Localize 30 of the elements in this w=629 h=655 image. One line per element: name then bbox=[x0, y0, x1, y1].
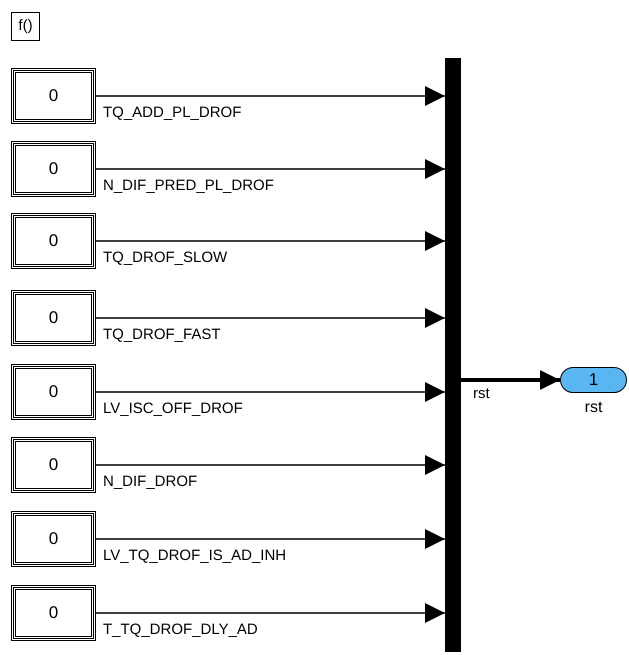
signal-label: T_TQ_DROF_DLY_AD bbox=[103, 622, 258, 637]
outport-block: 1 bbox=[560, 367, 627, 393]
signal-label: LV_ISC_OFF_DROF bbox=[103, 401, 243, 416]
signal-label: TQ_DROF_SLOW bbox=[103, 250, 228, 265]
function-block: f() bbox=[11, 12, 40, 41]
signal-label: rst bbox=[473, 386, 490, 401]
arrow bbox=[96, 603, 445, 623]
arrow bbox=[96, 455, 445, 475]
arrow bbox=[96, 308, 445, 328]
signal-label: LV_TQ_DROF_IS_AD_INH bbox=[103, 548, 286, 563]
signal-label: TQ_DROF_FAST bbox=[103, 327, 221, 342]
constant-block: 0 bbox=[11, 511, 96, 567]
arrow bbox=[96, 382, 445, 402]
arrow bbox=[96, 159, 445, 179]
signal-label: N_DIF_PRED_PL_DROF bbox=[103, 178, 274, 193]
constant-block: 0 bbox=[11, 68, 96, 124]
arrow bbox=[461, 370, 560, 390]
constant-block: 0 bbox=[11, 290, 96, 346]
constant-block: 0 bbox=[11, 213, 96, 269]
constant-block: 0 bbox=[11, 141, 96, 197]
block-name: rst bbox=[584, 398, 604, 418]
constant-block: 0 bbox=[11, 585, 96, 641]
bus-bar bbox=[445, 58, 461, 652]
arrow bbox=[96, 529, 445, 549]
signal-label: TQ_ADD_PL_DROF bbox=[103, 105, 242, 120]
constant-block: 0 bbox=[11, 437, 96, 493]
constant-block: 0 bbox=[11, 364, 96, 420]
arrow bbox=[96, 231, 445, 251]
signal-label: N_DIF_DROF bbox=[103, 474, 198, 489]
arrow bbox=[96, 86, 445, 106]
